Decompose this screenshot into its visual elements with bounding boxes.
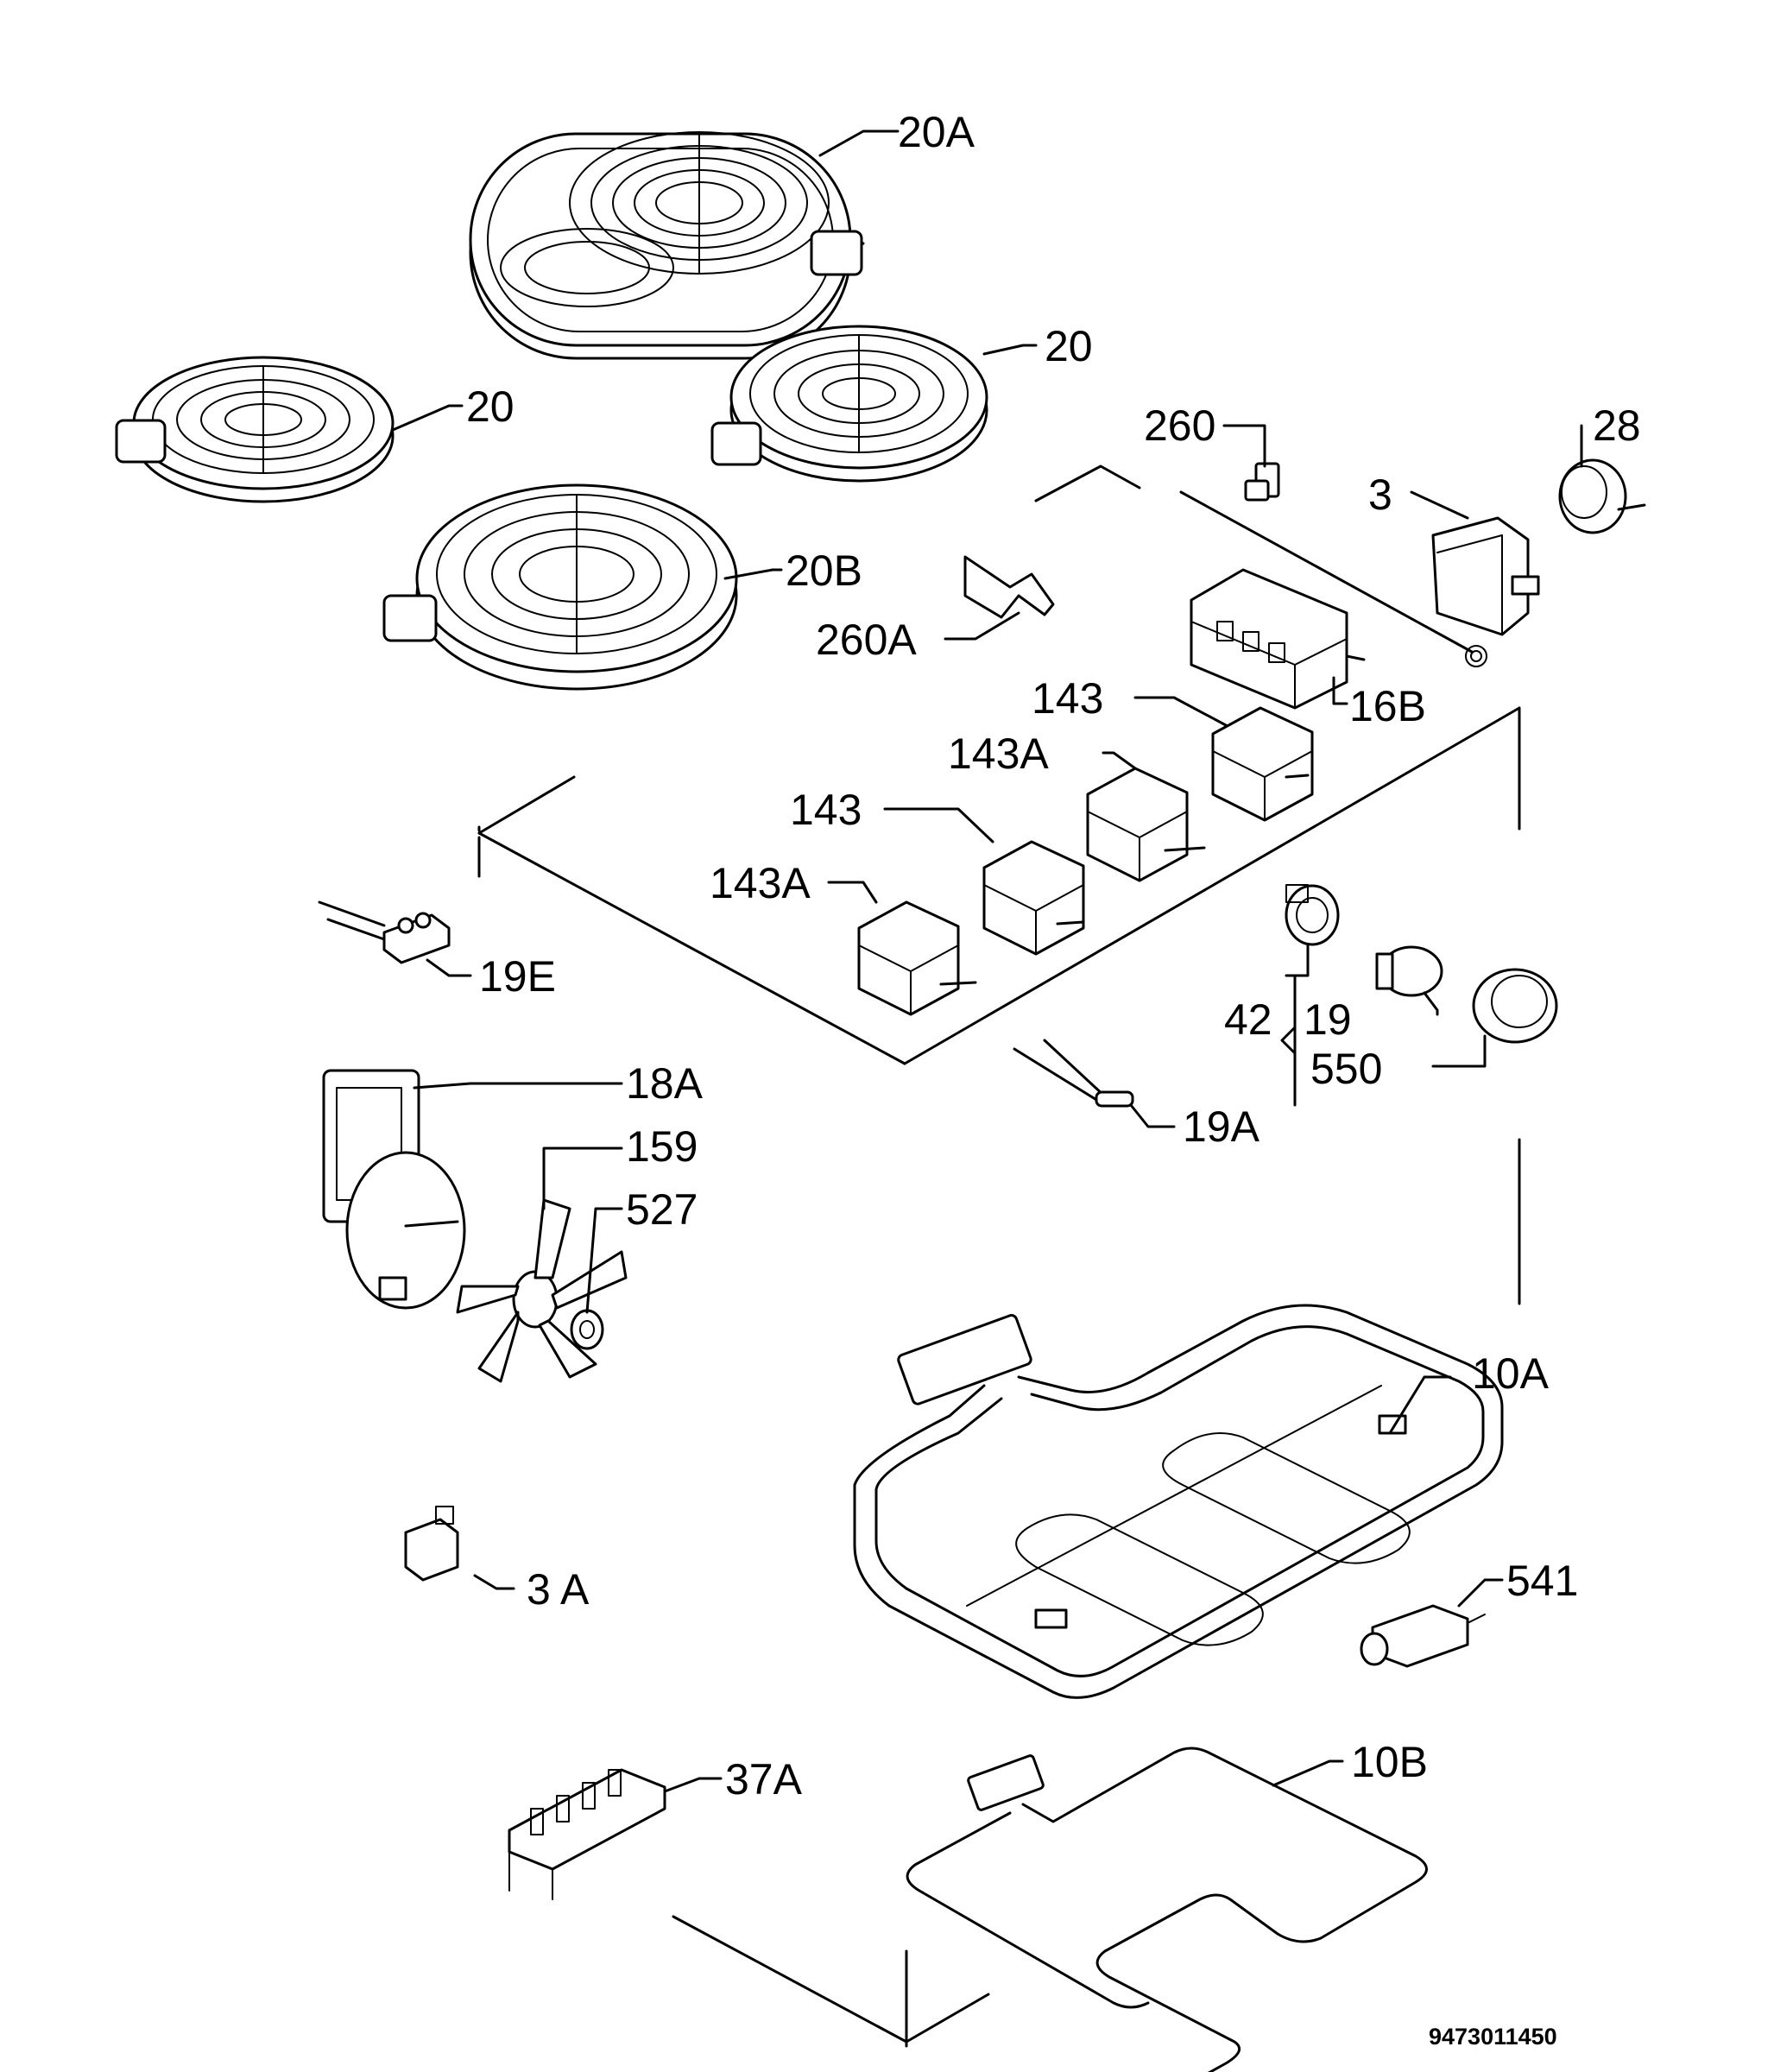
label-541: 541 [1506,1557,1578,1605]
label-527: 527 [626,1185,698,1234]
label-260: 260 [1144,401,1215,450]
label-143a-bottom: 143A [710,859,811,907]
label-3: 3 [1368,471,1392,519]
control-panel-outline [477,464,1521,1065]
label-16b: 16B [1349,682,1426,730]
label-19: 19 [1304,995,1352,1044]
label-260a: 260A [816,616,917,664]
label-10a: 10A [1472,1349,1550,1398]
label-19a: 19A [1183,1102,1260,1151]
leader-lines [391,130,1583,1793]
lamp-19 [1375,945,1443,997]
sensor-260 [1244,462,1280,502]
bottom-panel-outline [672,1138,1521,2048]
capillary-tube [1179,490,1487,667]
label-550: 550 [1310,1045,1382,1093]
grill-element-10a [853,1304,1504,1699]
label-20a: 20A [898,108,975,156]
label-28: 28 [1593,401,1641,450]
label-3a: 3 A [527,1565,590,1614]
label-143-top: 143 [1032,674,1103,723]
switch-143a-bottom [857,900,977,1016]
knob-28 [1558,458,1646,534]
label-20-left: 20 [466,382,515,431]
switch-143-top [1211,706,1314,822]
switch-143-mid [982,840,1085,956]
bracket-42 [1280,974,1297,1107]
part-labels: 20A 20 20 260 28 3 20B 260A 16B 143 143A… [466,108,1641,2050]
hob-zone-20b [382,483,738,691]
hob-zone-20-left [115,356,395,503]
label-18a: 18A [626,1059,704,1108]
label-143-mid: 143 [790,786,862,834]
label-10b: 10B [1351,1738,1428,1786]
terminal-block-37a [508,1768,666,1900]
connector-541 [1360,1604,1486,1668]
catalog-number: 9473011450 [1429,2024,1557,2050]
lamp-cover-550 [1472,968,1558,1044]
thermostat-3 [1431,516,1540,636]
nut-527 [570,1309,604,1350]
label-19e: 19E [479,952,556,1001]
label-37a: 37A [725,1755,803,1804]
label-20b: 20B [786,546,862,595]
lamp-holder-42 [1285,884,1340,946]
switch-16b [1190,568,1366,710]
hob-zone-20-right [710,325,988,483]
hob-zone-20a [469,131,865,360]
bottom-element-10b [906,1747,1428,2072]
fan-motor-18a [322,1069,466,1310]
label-159: 159 [626,1122,698,1171]
bracket-260a [963,555,1055,619]
fan-blade-159 [456,1198,628,1383]
wire-19a [1013,1039,1134,1108]
switch-143a-top [1086,767,1206,882]
label-20-right: 20 [1045,322,1093,370]
label-143a-top: 143A [948,730,1049,778]
terminal-3a [404,1506,459,1582]
terminal-19e [318,900,451,964]
label-42: 42 [1224,995,1272,1044]
